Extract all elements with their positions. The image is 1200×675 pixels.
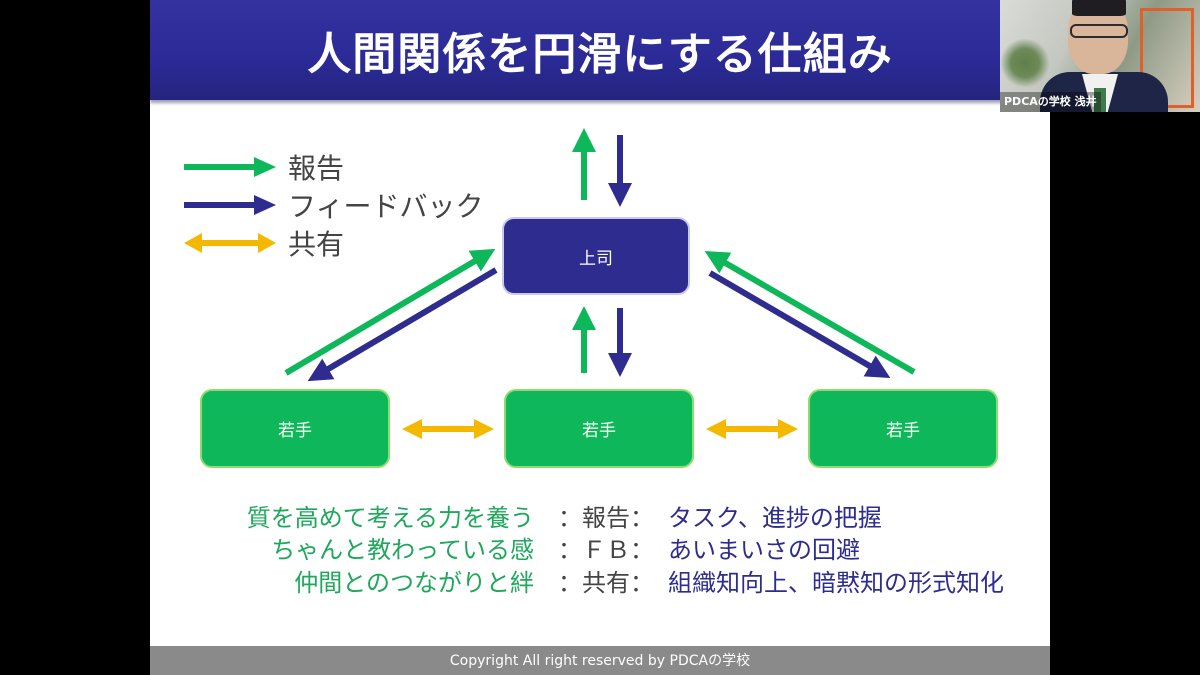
legend-label: 共有 [288, 228, 345, 261]
note-effect: ちゃんと教わっている感 [271, 536, 534, 564]
green-right-arrow-icon [184, 157, 276, 177]
note-effect: 質を高めて考える力を養う [246, 504, 534, 532]
note-content: あいまいさの回避 [668, 536, 860, 564]
yellow-double-arrow-icon [184, 233, 276, 253]
webcam-thumbnail[interactable]: PDCAの学校 浅井 [1000, 0, 1200, 112]
boss-node: 上司 [502, 217, 690, 295]
slide-title: 人間関係を円滑にする仕組み [307, 29, 893, 80]
legend: 報告 フィードバック 共有 [182, 148, 483, 262]
report-arrow-left-diagonal [284, 248, 496, 376]
junior-node-right: 若手 [808, 389, 998, 468]
relationship-diagram [284, 128, 916, 439]
feedback-arrow-left-diagonal [307, 267, 498, 382]
webcam-person-hair [1072, 0, 1126, 16]
note-type: ：報告： [558, 504, 654, 532]
copyright-footer: Copyright All right reserved by PDCAの学校 [150, 646, 1050, 675]
feedback-arrow-right-diagonal [708, 270, 891, 379]
boss-label: 上司 [579, 248, 613, 269]
participant-name-label: PDCAの学校 浅井 [1000, 92, 1101, 112]
legend-label: フィードバック [288, 190, 484, 223]
note-type: ：共有： [558, 569, 654, 597]
note-row: 仲間とのつながりと絆 ：共有： 組織知向上、暗黙知の形式知化 [150, 566, 1050, 600]
junior-label: 若手 [278, 421, 312, 441]
presentation-slide: 人間関係を円滑にする仕組み 報告 フィードバック 共有 [150, 0, 1050, 675]
webcam-background-plant [1000, 38, 1050, 88]
share-arrow-left [402, 419, 494, 439]
junior-label: 若手 [886, 421, 920, 441]
note-row: ちゃんと教わっている感 ：ＦＢ： あいまいさの回避 [150, 533, 1050, 567]
legend-item-report: 報告 [182, 148, 483, 186]
note-type: ：ＦＢ： [558, 536, 654, 564]
share-arrow-right [706, 419, 798, 439]
legend-label: 報告 [288, 152, 345, 185]
junior-node-center: 若手 [504, 389, 694, 468]
legend-item-share: 共有 [182, 224, 483, 262]
note-effect: 仲間とのつながりと絆 [294, 569, 534, 597]
note-content: 組織知向上、暗黙知の形式知化 [668, 569, 1004, 597]
note-content: タスク、進捗の把握 [668, 504, 882, 532]
webcam-person-glasses [1070, 24, 1128, 38]
legend-item-feedback: フィードバック [182, 186, 483, 224]
navy-right-arrow-icon [184, 195, 276, 215]
report-arrow-right-diagonal [704, 250, 916, 375]
webcam-person-tie [1094, 88, 1106, 112]
title-bar: 人間関係を円滑にする仕組み [150, 0, 1050, 100]
note-row: 質を高めて考える力を養う ：報告： タスク、進捗の把握 [150, 501, 1050, 535]
junior-label: 若手 [582, 421, 616, 441]
junior-node-left: 若手 [200, 389, 390, 468]
